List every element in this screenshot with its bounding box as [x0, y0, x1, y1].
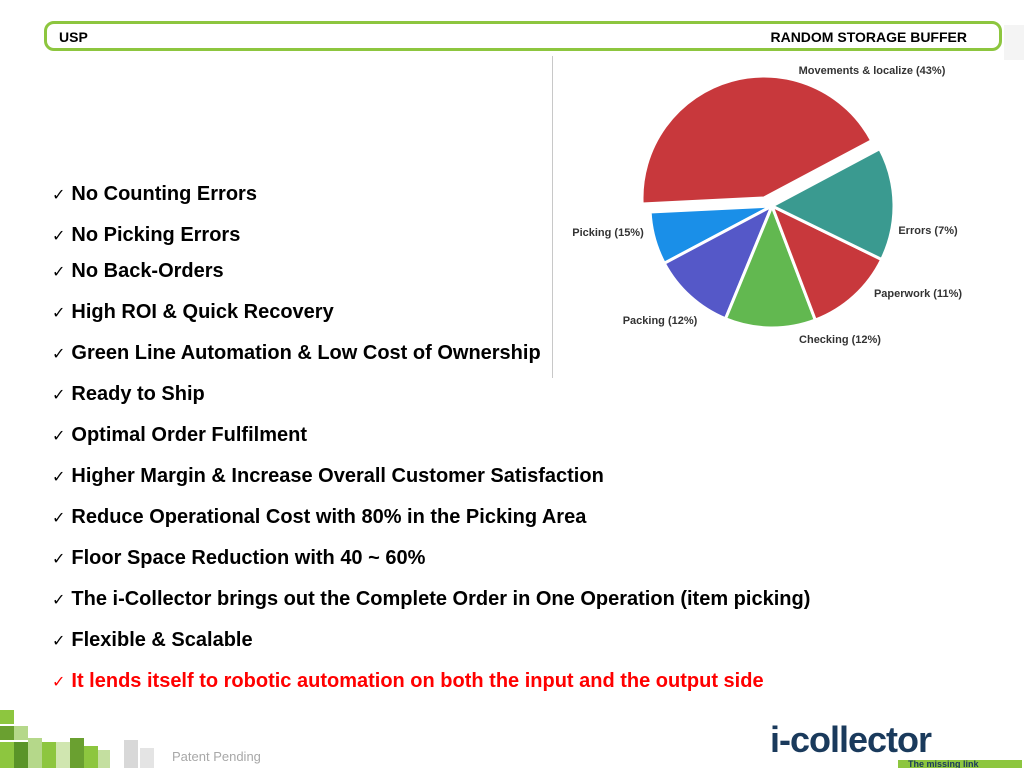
checkmark-icon: ✓ [52, 262, 66, 281]
bullet-text: No Back-Orders [71, 260, 224, 282]
bullet-text: Green Line Automation & Low Cost of Owne… [71, 342, 541, 364]
bullet-list: ✓ No Counting Errors ✓ No Picking Errors ✓ No… [52, 0, 1012, 700]
checkmark-icon: ✓ [52, 467, 66, 486]
pie-slice-label: Movements & localize (43%) [799, 65, 946, 77]
bullet-item: ✓ Reduce Operational Cost with 80% in the… [52, 506, 586, 529]
svg-text:The missing link: The missing link [908, 759, 980, 768]
checkmark-icon: ✓ [52, 508, 66, 527]
checkmark-icon: ✓ [52, 344, 66, 363]
bullet-text: It lends itself to robotic automation on… [71, 670, 764, 692]
bullet-item: ✓ No Counting Errors [52, 183, 257, 206]
checkmark-icon: ✓ [52, 385, 66, 404]
pie-slice [769, 202, 884, 322]
pie-slice-label: Packing (12%) [623, 315, 698, 327]
header-left-title: USP [59, 29, 88, 45]
pie-slice [662, 202, 775, 321]
svg-text:i-collector: i-collector [770, 722, 932, 760]
checkmark-icon: ✓ [52, 631, 66, 650]
bullet-item: ✓ Optimal Order Fulfilment [52, 424, 307, 447]
bullet-item: ✓ High ROI & Quick Recovery [52, 301, 334, 324]
checkmark-icon: ✓ [52, 226, 66, 245]
checkmark-icon: ✓ [52, 590, 66, 609]
bullet-text: The i-Collector brings out the Complete … [71, 588, 811, 610]
bullet-item: ✓ No Back-Orders [52, 260, 224, 283]
bullet-text: Flexible & Scalable [71, 629, 253, 651]
bullet-text: Floor Space Reduction with 40 ~ 60% [71, 547, 426, 569]
decorative-squares [0, 710, 154, 768]
i-collector-logo: i-collector The missing link [770, 722, 1022, 768]
pie-slice-label: Errors (7%) [898, 225, 958, 237]
bullet-text: No Counting Errors [71, 183, 257, 205]
bullet-item: ✓ Flexible & Scalable [52, 629, 253, 652]
bullet-item: ✓ Ready to Ship [52, 383, 205, 406]
bullet-text: Reduce Operational Cost with 80% in the … [71, 506, 587, 528]
bullet-text: No Picking Errors [71, 224, 241, 246]
pie-slice [768, 146, 896, 262]
pie-slice [640, 74, 874, 206]
pie-chart: Movements & localize (43%) Errors (7%) Pap… [572, 65, 962, 346]
bullet-item: ✓ No Picking Errors [52, 224, 240, 247]
header-bar: USP RANDOM STORAGE BUFFER [44, 21, 1002, 51]
pie-slice-label: Paperwork (11%) [874, 288, 962, 300]
checkmark-icon: ✓ [52, 185, 66, 204]
bullet-text: High ROI & Quick Recovery [71, 301, 334, 323]
bullet-text: Higher Margin & Increase Overall Custome… [71, 465, 604, 487]
bullet-text: Ready to Ship [71, 383, 205, 405]
pie-slice [723, 201, 818, 330]
checkmark-icon: ✓ [52, 672, 66, 691]
checkmark-icon: ✓ [52, 426, 66, 445]
header-edge-decoration [1004, 25, 1024, 60]
bullet-item: ✓ Higher Margin & Increase Overall Custom… [52, 465, 604, 488]
checkmark-icon: ✓ [52, 303, 66, 322]
bullet-item: ✓ Floor Space Reduction with 40 ~ 60% [52, 547, 425, 570]
pie-slice-label: Checking (12%) [799, 334, 881, 346]
checkmark-icon: ✓ [52, 549, 66, 568]
bullet-item: ✓ The i-Collector brings out the Complete… [52, 588, 810, 611]
bullet-item: ✓ It lends itself to robotic automation o… [52, 670, 764, 693]
patent-pending-text: Patent Pending [172, 749, 261, 764]
bullet-item: ✓ Green Line Automation & Low Cost of Own… [52, 342, 541, 365]
header-right-title: RANDOM STORAGE BUFFER [770, 29, 967, 45]
pie-slice-label: Picking (15%) [572, 227, 644, 239]
column-divider [552, 56, 553, 378]
bullet-text: Optimal Order Fulfilment [71, 424, 307, 446]
